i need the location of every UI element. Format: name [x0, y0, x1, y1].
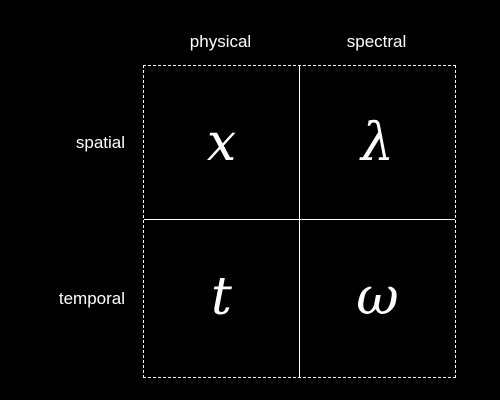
symbol-x: x	[206, 112, 237, 173]
symbol-omega: ω	[356, 266, 399, 327]
cell-temporal-spectral: ω	[300, 220, 455, 373]
quadrant-grid: x λ t ω	[143, 65, 456, 378]
cell-spatial-physical: x	[144, 66, 299, 219]
column-header-physical: physical	[189, 32, 252, 51]
row-header-spatial: spatial	[75, 133, 125, 152]
column-header-spectral: spectral	[346, 32, 407, 51]
horizontal-divider	[144, 219, 455, 220]
row-header-temporal: temporal	[58, 289, 125, 308]
symbol-lambda: λ	[361, 112, 394, 173]
symbol-t: t	[211, 266, 232, 327]
cell-temporal-physical: t	[144, 220, 299, 373]
vertical-divider	[299, 66, 300, 377]
cell-spatial-spectral: λ	[300, 66, 455, 219]
